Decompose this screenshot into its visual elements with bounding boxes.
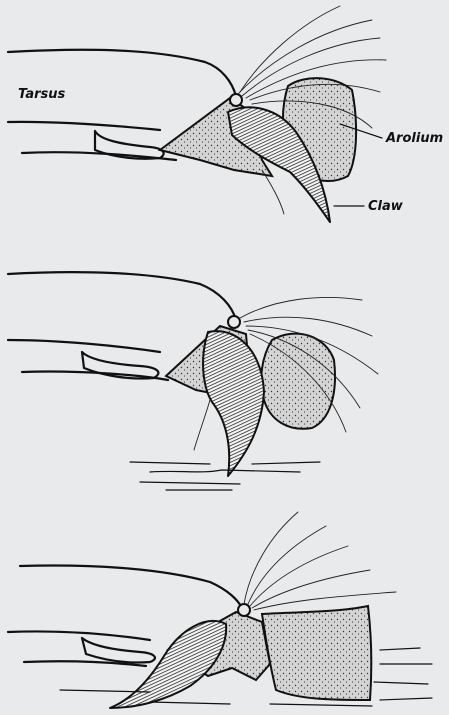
label-arolium: Arolium <box>385 131 443 146</box>
unguitractor-bottom <box>82 638 155 663</box>
tarsus-inner-line-bottom <box>8 631 150 640</box>
tarsus-upper-outline-middle <box>8 272 236 320</box>
arolium-bottom <box>262 606 371 700</box>
joint-knob-bottom <box>238 604 250 616</box>
panel-top: Tarsus Arolium Claw <box>8 6 443 222</box>
label-claw: Claw <box>368 199 404 214</box>
panel-bottom <box>8 512 432 708</box>
joint-knob-top <box>230 94 242 106</box>
joint-knob-middle <box>228 316 240 328</box>
substrate-middle <box>130 462 320 490</box>
panel-middle <box>8 272 378 490</box>
claw-middle <box>203 331 264 476</box>
setae-bottom <box>244 512 396 610</box>
label-tarsus: Tarsus <box>18 87 66 102</box>
tarsus-inner-line-middle <box>8 340 160 352</box>
tarsus-upper-outline-bottom <box>20 566 242 608</box>
tarsus-inner-line-top <box>8 122 160 130</box>
